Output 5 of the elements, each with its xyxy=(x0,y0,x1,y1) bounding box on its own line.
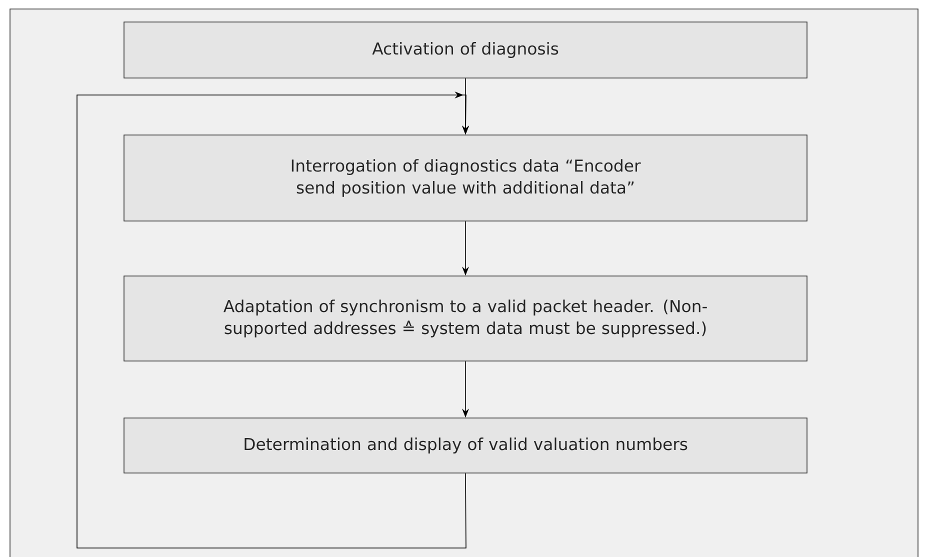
process-box: Determination and display of valid valuation numbers xyxy=(124,418,808,474)
process-box: Adaptation of synchronism to a valid packet header. (Non-supported addresses ≙ system data must be suppressed.) xyxy=(124,276,808,362)
arrow xyxy=(76,91,470,548)
process-box: Activation of diagnosis xyxy=(124,22,808,78)
process-box: Interrogation of diagnostics data “Encoder send position value with additional data” xyxy=(124,134,808,222)
